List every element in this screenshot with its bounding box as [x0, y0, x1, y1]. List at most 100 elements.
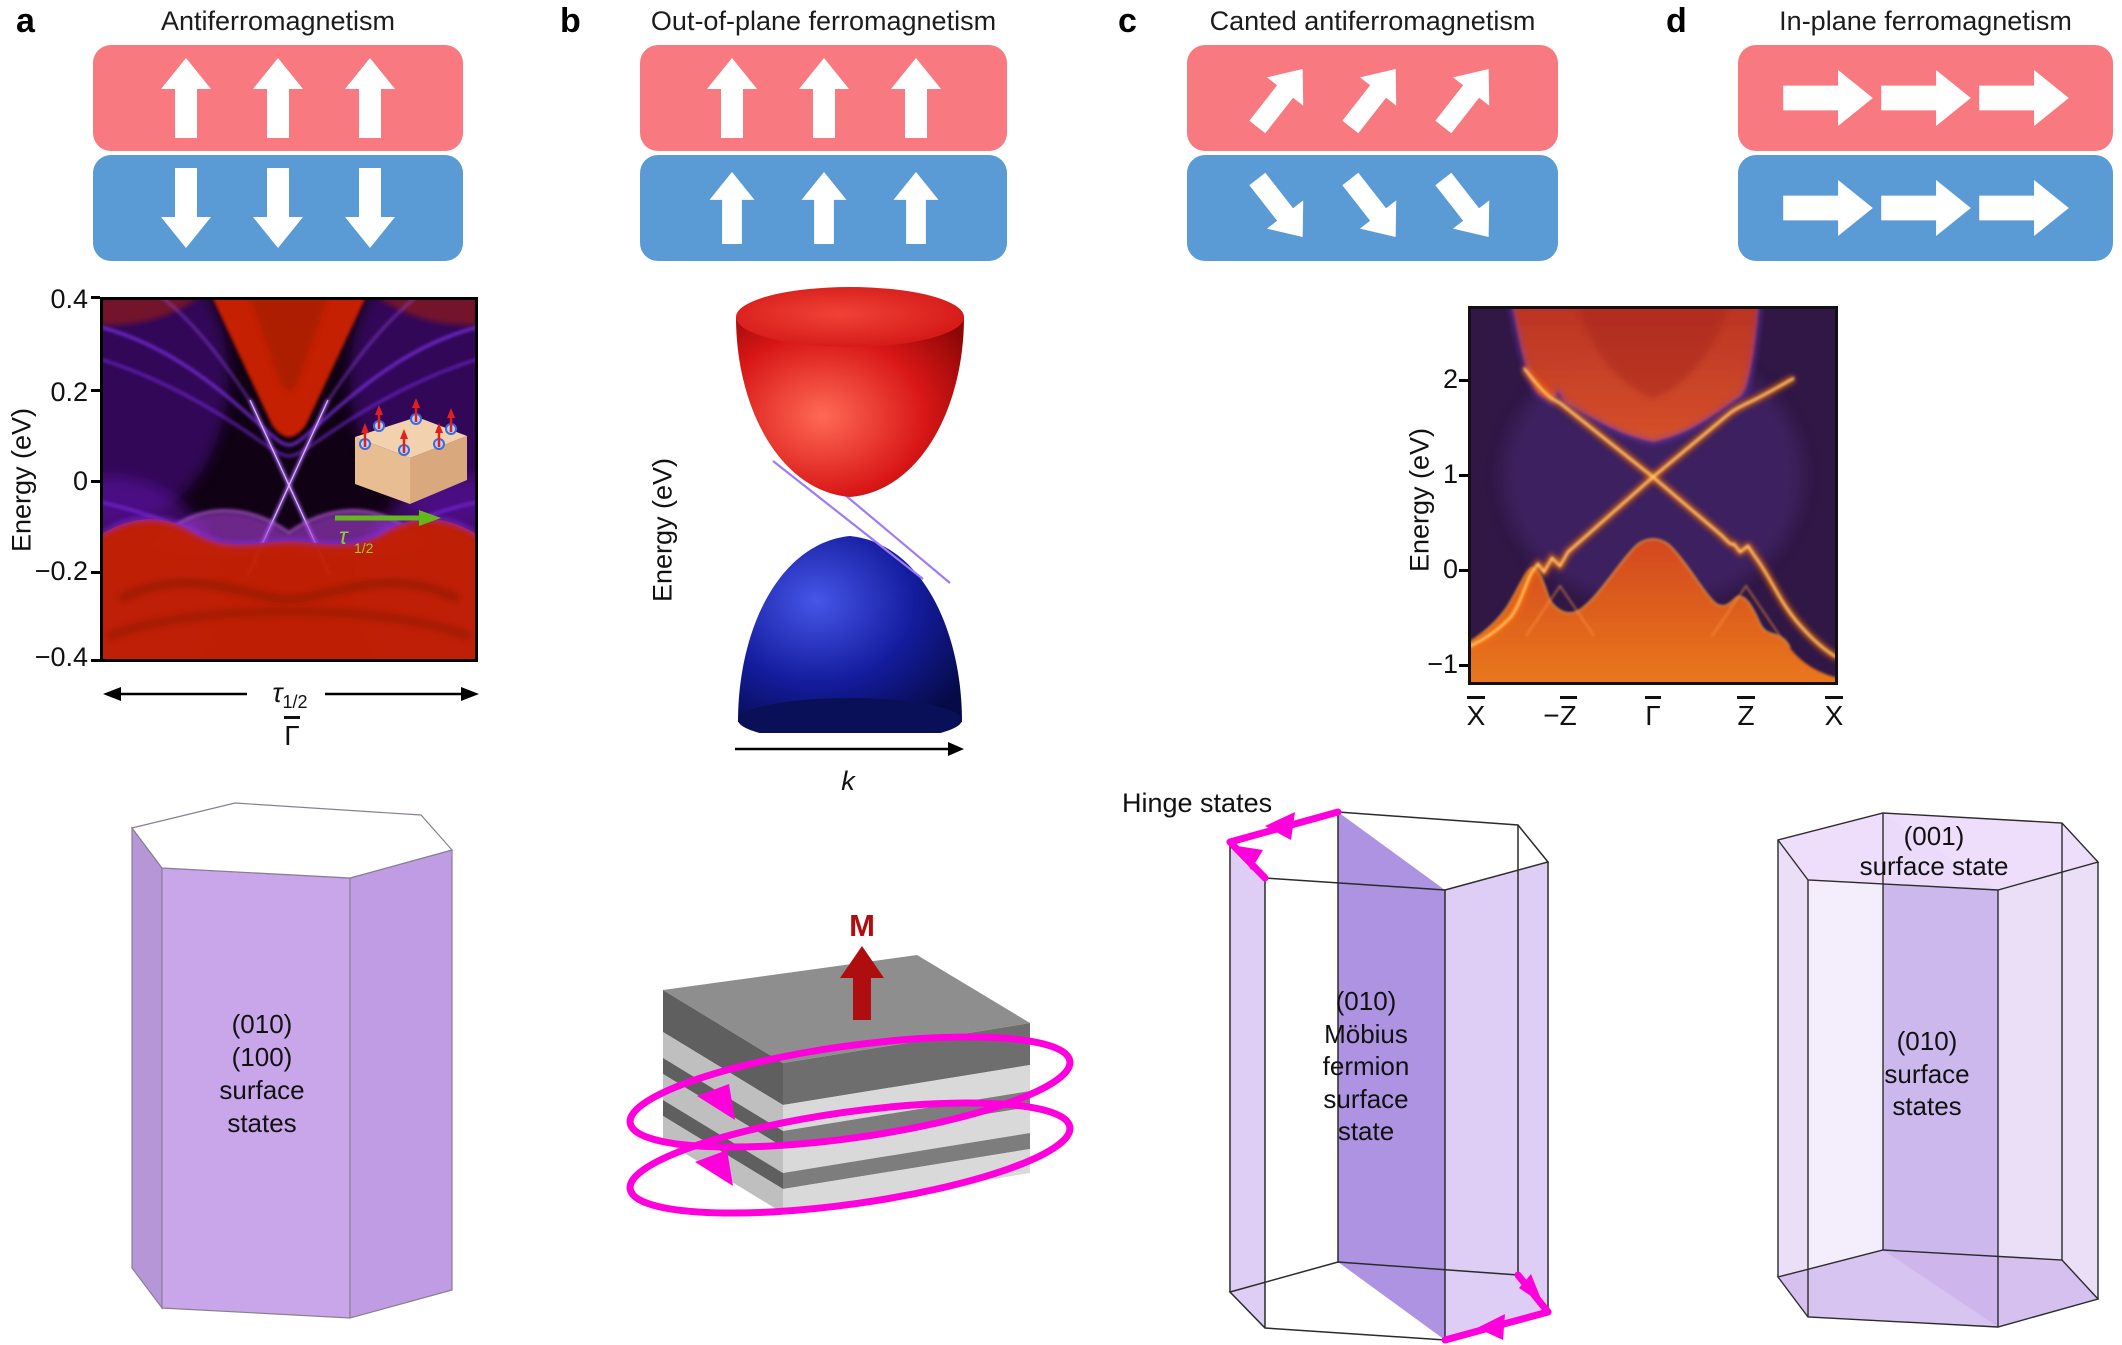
spin-arrows-canted-up — [1239, 54, 1507, 142]
side-surface-label-line: surface — [1884, 1059, 1969, 1089]
surface-state-label-line: states — [227, 1108, 296, 1138]
y-tickmark — [91, 389, 100, 392]
y-tick: 0 — [72, 466, 88, 496]
magnet-layer-bottom-a — [93, 155, 463, 261]
magnet-layer-bottom-b — [640, 155, 1007, 261]
bulk-conduction-continuum — [1509, 306, 1762, 445]
y-tickmark — [91, 571, 100, 574]
internal-surface-slab — [1883, 813, 1998, 1327]
y-tickmark — [91, 296, 100, 299]
panel-label-b: b — [560, 2, 581, 40]
y-axis-label-b: Energy (eV) — [647, 457, 678, 603]
moebius-label-line: surface — [1323, 1084, 1408, 1114]
tick-letter-overbar: X — [1824, 696, 1844, 730]
moebius-surface-states — [1468, 366, 1838, 661]
bulk-valence-band — [100, 517, 478, 662]
ferromagnet-slab-b: M — [626, 908, 1074, 1217]
tau-half-arrow — [335, 510, 441, 526]
magnet-layer-bottom-d — [1738, 155, 2113, 261]
y-tick: −0.2 — [34, 556, 88, 586]
plot-frame — [1468, 306, 1838, 685]
magnet-layer-bottom-c — [1187, 155, 1558, 261]
plot-frame — [100, 297, 478, 662]
y-tickmark — [1459, 569, 1468, 572]
band-structure-plot-c — [1468, 306, 1838, 685]
prism-top-face — [1778, 813, 2098, 890]
x-tick-X-left: X — [1441, 696, 1511, 732]
side-surface-label-line: states — [1892, 1091, 1961, 1121]
surface-state-label-line: (010) — [232, 1009, 293, 1039]
tick-letter-overbar: Z — [1559, 696, 1577, 730]
panel-label-a: a — [16, 2, 35, 40]
spin-arrows-right — [1783, 70, 2069, 126]
top-surface-label-line: (001) — [1904, 821, 1965, 851]
prism-left-face — [1230, 842, 1265, 1328]
hinge-state-arrows — [1226, 808, 1552, 1344]
y-tick: −0.4 — [34, 642, 88, 672]
spin-arrows-up — [707, 58, 941, 138]
y-tick: −1 — [1427, 649, 1458, 679]
prism-right-face — [1445, 862, 1548, 1340]
afm-unit-cell-inset: τ 1/2 — [335, 398, 467, 556]
k-axis-arrow — [735, 742, 964, 756]
gamma-overbar: Γ — [284, 716, 300, 750]
tau-subscript: 1/2 — [282, 692, 308, 712]
tick-letter-overbar: Z — [1737, 696, 1755, 730]
valence-cone — [738, 536, 962, 733]
x-tick-Gamma: Γ — [1618, 696, 1688, 732]
panel-label-c: c — [1118, 2, 1137, 40]
moebius-label-line: fermion — [1323, 1051, 1410, 1081]
loop-arrowhead — [695, 1150, 733, 1186]
y-tickmark — [91, 659, 100, 662]
band-structure-plot-a: τ 1/2 — [100, 297, 478, 662]
spin-arrows-canted-down — [1239, 164, 1507, 252]
spin-arrows-down — [161, 168, 395, 248]
x-tick-Z: Z — [1711, 696, 1781, 732]
y-tickmark — [1459, 379, 1468, 382]
x-point-label-gamma: Γ — [250, 716, 334, 752]
inset-tau-subscript: 1/2 — [354, 540, 374, 556]
moebius-surface-slab — [1338, 812, 1445, 1340]
y-tick: 0 — [1442, 554, 1458, 584]
dirac-cones-b — [736, 287, 964, 733]
prism-wireframe — [1776, 812, 2100, 1328]
top-surface-label-line: surface state — [1860, 851, 2009, 881]
x-arrow-label-a: τ1/2 — [248, 678, 332, 713]
loop-arrowhead — [697, 1084, 735, 1120]
magnet-layer-top-a — [93, 45, 463, 151]
tau-symbol: τ — [272, 678, 283, 708]
panel-title-c: Canted antiferromagnetism — [1209, 6, 1536, 36]
moebius-label-line: (010) — [1336, 986, 1397, 1016]
panel-label-d: d — [1666, 2, 1687, 40]
hexagonal-prism-a: (010) (100) surface states — [130, 802, 454, 1319]
hinge-states-label: Hinge states — [1122, 788, 1273, 818]
y-tick: 2 — [1442, 364, 1458, 394]
magnet-layer-top-c — [1187, 45, 1558, 151]
moebius-label-line: state — [1338, 1116, 1394, 1146]
hexagonal-prism-c: (010) Möbius fermion surface state — [1226, 808, 1552, 1344]
spin-arrows-right — [1783, 180, 2069, 236]
magnetization-label: M — [849, 908, 875, 943]
prism-faces — [130, 802, 454, 1319]
y-tickmark — [1459, 664, 1468, 667]
conduction-cone — [736, 287, 964, 497]
tick-prefix: − — [1543, 700, 1560, 731]
y-tickmark — [91, 480, 100, 483]
magnetization-arrow — [840, 946, 884, 1020]
chiral-current-loops — [626, 1033, 1074, 1217]
magnet-layer-top-d — [1738, 45, 2113, 151]
panel-title-b: Out-of-plane ferromagnetism — [650, 6, 997, 36]
y-axis-label-c: Energy (eV) — [1404, 427, 1435, 573]
x-tick-X-right: X — [1799, 696, 1869, 732]
crystal-box-front — [355, 437, 410, 504]
hexagonal-prism-d: (001) surface state (010) surface states — [1776, 812, 2100, 1328]
panel-title-a: Antiferromagnetism — [160, 6, 396, 36]
x-tick-minusZ: −Z — [1525, 696, 1595, 732]
tick-letter-overbar: X — [1466, 696, 1486, 730]
panel-title-d: In-plane ferromagnetism — [1779, 6, 2072, 36]
bulk-conduction-band — [100, 297, 478, 437]
spin-arrows-up — [709, 172, 939, 244]
inset-tau-label: τ — [339, 523, 349, 549]
spin-arrows-up — [161, 58, 395, 138]
